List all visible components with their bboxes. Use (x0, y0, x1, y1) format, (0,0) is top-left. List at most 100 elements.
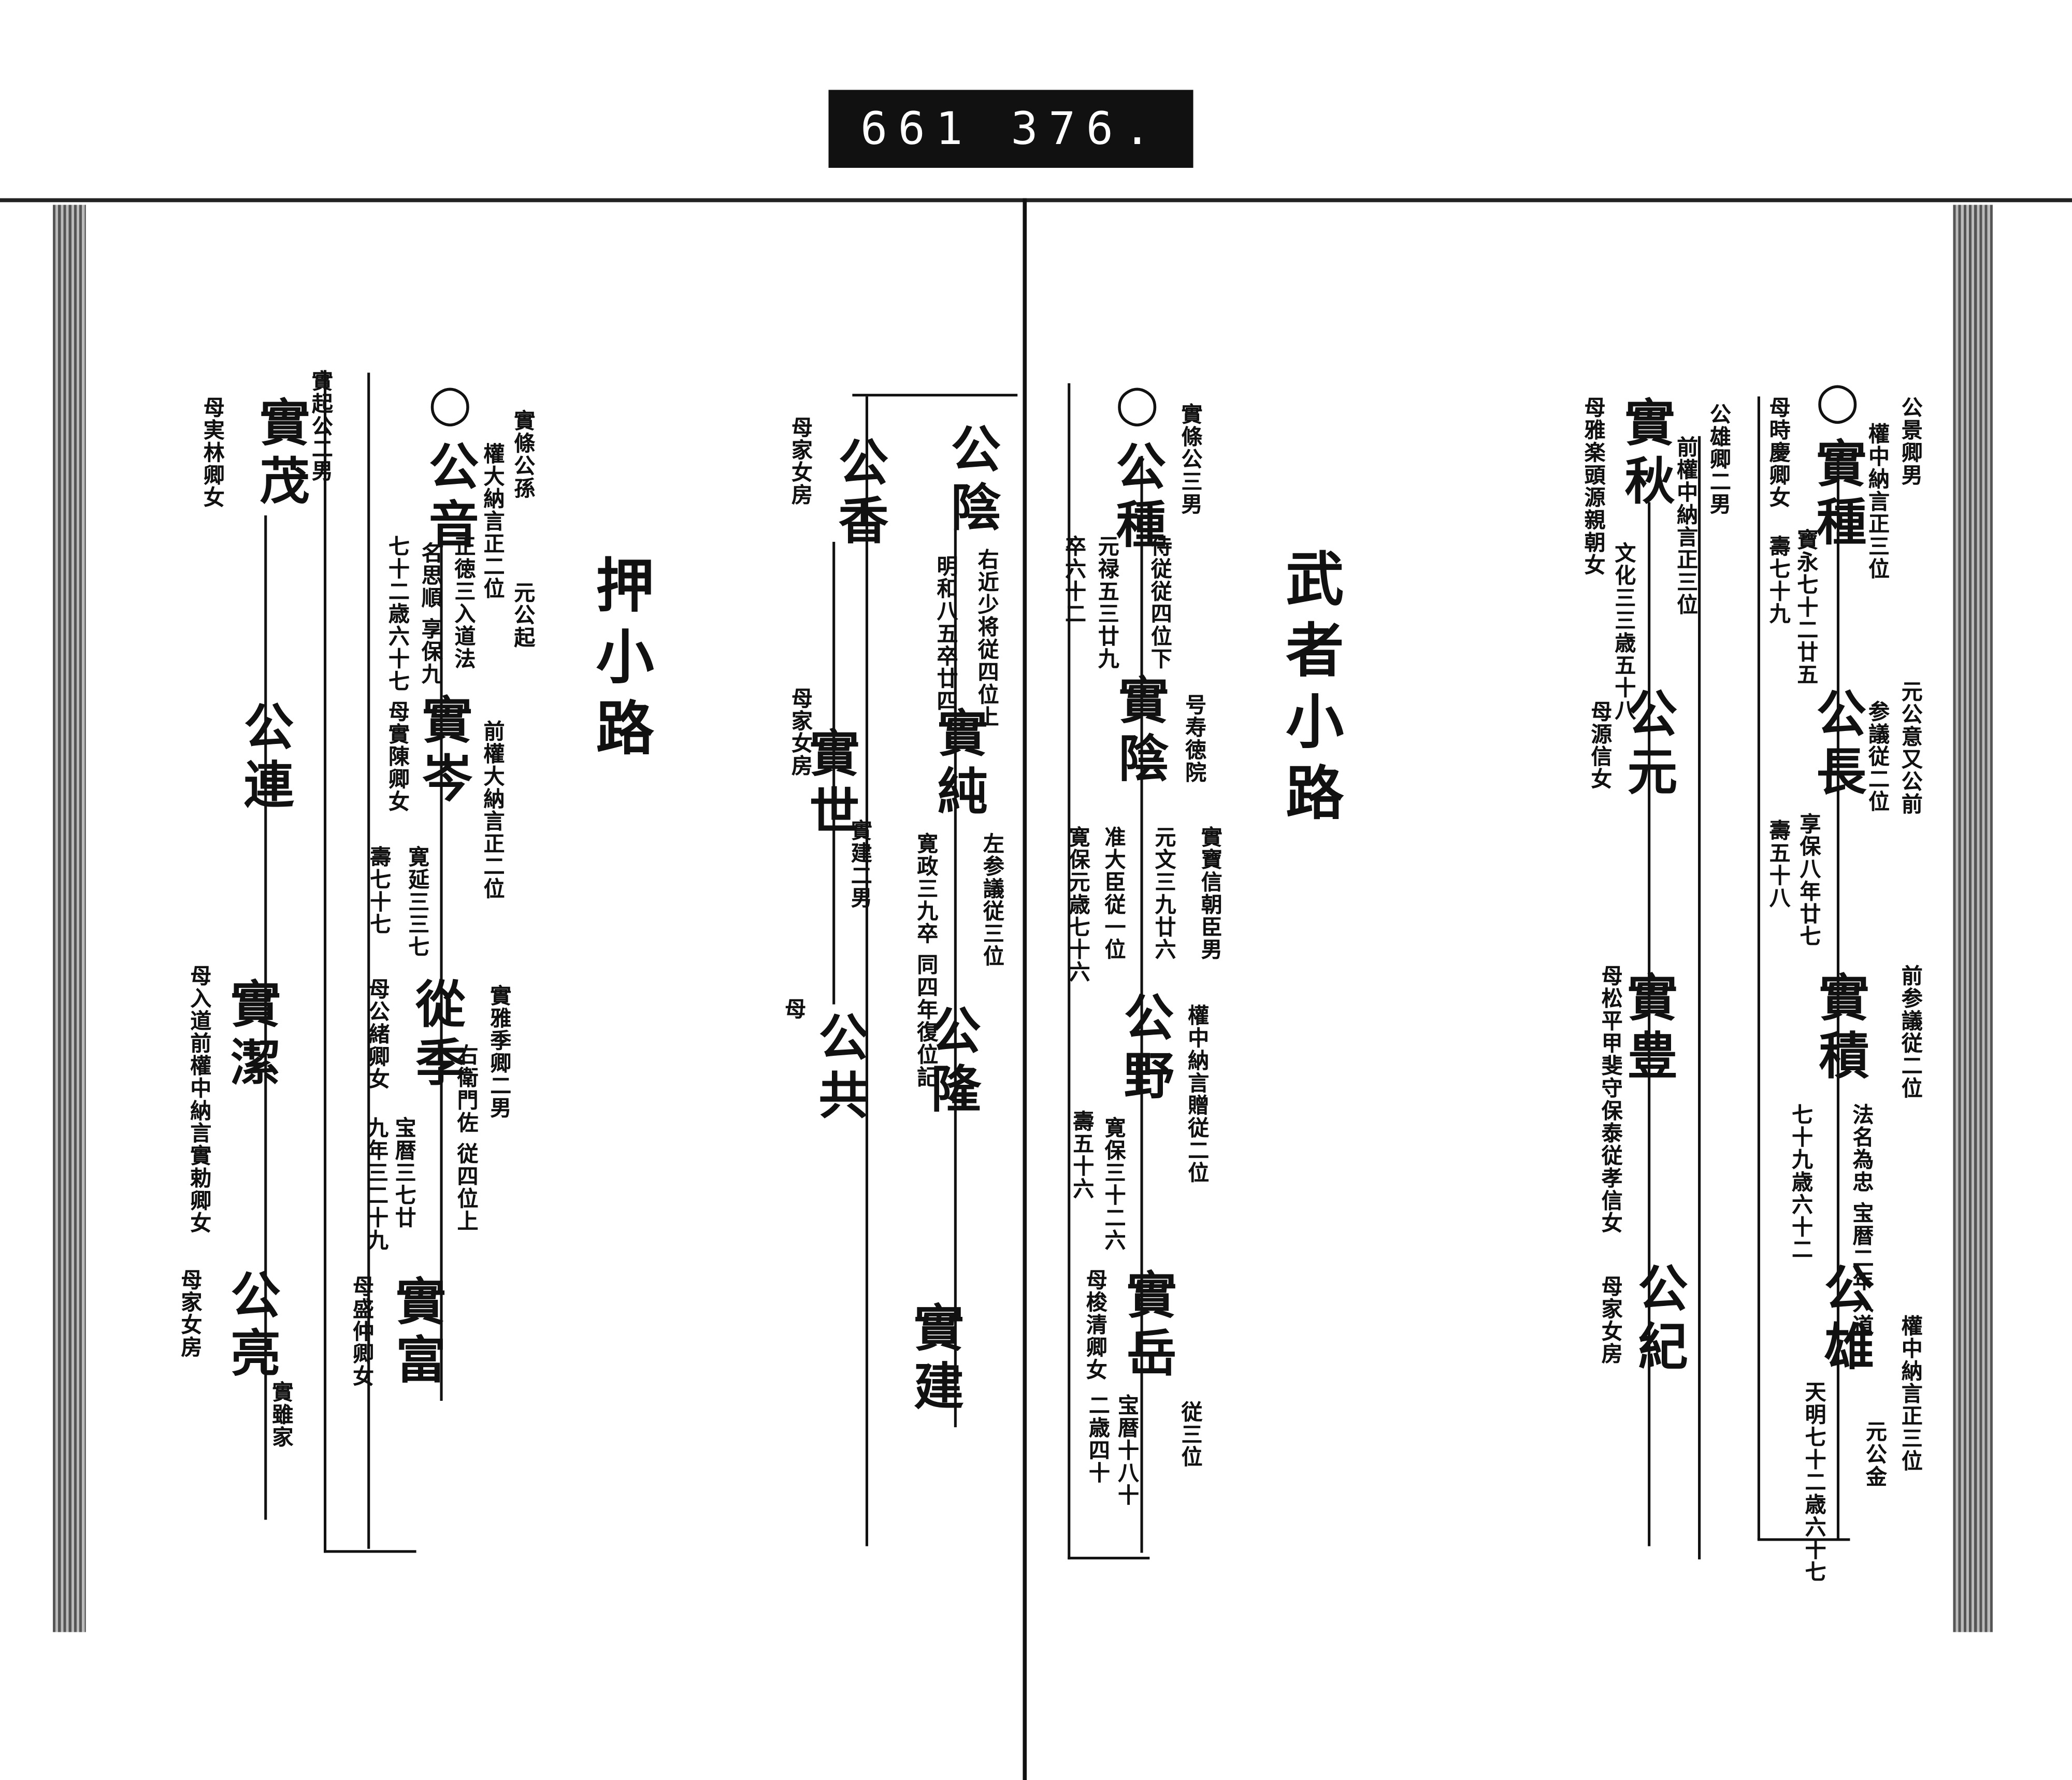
name: ○公種 (1107, 372, 1167, 556)
lineage-line (832, 541, 836, 1004)
note: 元公起 (510, 581, 536, 649)
name: 實建 (905, 1301, 965, 1418)
name: 實秋 (1616, 396, 1676, 513)
name: 實積 (1810, 971, 1870, 1088)
name: 公連 (235, 700, 295, 817)
note: 侍従従四位下 (1147, 535, 1172, 670)
lineage-line (264, 515, 267, 1520)
note: 寛保三十二六 (1100, 1116, 1126, 1252)
note: 壽七十九 (1765, 535, 1791, 625)
lineage-line (1140, 456, 1143, 1553)
note: 七十二歳六十七 (384, 535, 410, 693)
note: 公景卿男 (1897, 396, 1923, 486)
note: 母公緒卿女 (365, 978, 390, 1090)
note: 壽五十六 (1069, 1110, 1095, 1200)
note: 壽七十七 (366, 845, 392, 936)
note: 實條公孫 (510, 409, 536, 500)
note: 母家女房 (787, 687, 813, 777)
note: 實雖家 (268, 1381, 294, 1448)
note: 母盛仲卿女 (349, 1275, 374, 1388)
note: 實建二男 (847, 819, 872, 910)
name: 公亮 (222, 1268, 282, 1385)
note: 寛延三三七 (404, 845, 430, 958)
note: 正徳三入道法 (450, 535, 476, 670)
note: 權大納言正二位 (480, 442, 505, 600)
name: 公陰 (942, 423, 1002, 539)
note: 母松平甲斐守保泰従孝信女 (1598, 965, 1623, 1234)
name: 實富 (387, 1275, 447, 1392)
note: 實起公二男 (308, 370, 333, 483)
bracket-line (323, 1550, 416, 1553)
name: 實岑 (413, 694, 473, 810)
note: 母入道前權中納言實勅卿女 (186, 965, 212, 1234)
name: 公野 (1115, 991, 1175, 1108)
name: ○實種 (1807, 370, 1867, 554)
note: 天明七十二歳六十七 (1801, 1381, 1826, 1584)
lineage-line (1836, 456, 1839, 1540)
name: 實陰 (1110, 674, 1170, 791)
section-title: 武者小路 (1275, 548, 1343, 834)
name: 公隆 (922, 1004, 982, 1121)
note: 寛政三九卒 同四年復位記 (913, 832, 939, 1088)
lineage-line (954, 528, 957, 1428)
note: 法名為忠 宝暦二年入道 (1848, 1103, 1874, 1337)
note: 准大臣従一位 (1100, 826, 1126, 961)
note: 母梭清卿女 (1082, 1268, 1107, 1381)
book-spine (1023, 198, 1027, 1780)
name: 實茂 (251, 396, 311, 513)
note: 元公意又公前 (1897, 680, 1923, 815)
name: 公元 (1618, 687, 1678, 804)
note: 左参議従三位 (979, 832, 1004, 968)
note: 文化三三歳五十八 (1610, 541, 1636, 722)
note: 卒六十二 (1061, 535, 1086, 625)
left-page-edge (53, 205, 86, 1632)
note: 母家女房 (787, 416, 813, 507)
note: 實條公三男 (1177, 403, 1203, 515)
bracket-line (323, 370, 327, 1553)
name: 實潔 (222, 978, 282, 1095)
name: 公共 (810, 1011, 870, 1128)
note: 權中納言正三位 (1864, 423, 1890, 580)
bracket-line (1068, 383, 1071, 1560)
note: 明和八五卒廿四 (933, 555, 958, 712)
note: 前權大納言正二位 (480, 720, 505, 900)
note: 公雄卿二男 (1706, 403, 1731, 515)
name: 實純 (929, 707, 989, 824)
note: 母家女房 (1598, 1275, 1623, 1366)
note: 従三位 (1177, 1401, 1203, 1469)
note: 七十九歳六十二 (1788, 1103, 1813, 1261)
right-page-edge (1953, 205, 1993, 1632)
note: 参議従二位 (1864, 700, 1890, 813)
note: 名思順 享保九 (418, 541, 443, 685)
note: 享保八年廿七 (1795, 812, 1821, 948)
lineage-line (1648, 502, 1651, 1546)
name: 公紀 (1629, 1262, 1689, 1379)
note: 母家女房 (177, 1268, 203, 1359)
note: 母実林卿女 (199, 396, 225, 509)
note: 宝暦十八十 (1114, 1394, 1139, 1507)
bracket-line (865, 396, 869, 1546)
note: 宝暦三七廿 (391, 1116, 416, 1229)
section-title: 押小路 (585, 555, 653, 769)
note: 二歳四十 (1085, 1394, 1110, 1484)
note: 右衛門佐 従四位上 (453, 1044, 479, 1233)
name: 實岳 (1118, 1268, 1177, 1385)
name: 從季 (407, 978, 467, 1095)
note: 權中納言正三位 (1897, 1315, 1923, 1472)
note: 元禄五三廿九 (1094, 535, 1119, 670)
name: ○公音 (420, 372, 480, 556)
archive-number-label: 661 376. (828, 90, 1193, 168)
bracket-line (1698, 436, 1701, 1560)
note: 号寿徳院 (1181, 694, 1207, 784)
name: 實世 (800, 727, 860, 843)
note: 右近少将従四位上 (974, 548, 999, 728)
note: 實雅季卿二男 (486, 984, 512, 1119)
note: 寛保元歳七十六 (1065, 826, 1090, 983)
name: 公雄 (1816, 1262, 1875, 1379)
note: 母實陳卿女 (384, 700, 410, 813)
note: 母源信女 (1587, 700, 1613, 791)
name: 實豊 (1618, 971, 1678, 1088)
note: 壽五十八 (1765, 819, 1791, 910)
note: 母雅楽頭源親朝女 (1580, 396, 1606, 577)
